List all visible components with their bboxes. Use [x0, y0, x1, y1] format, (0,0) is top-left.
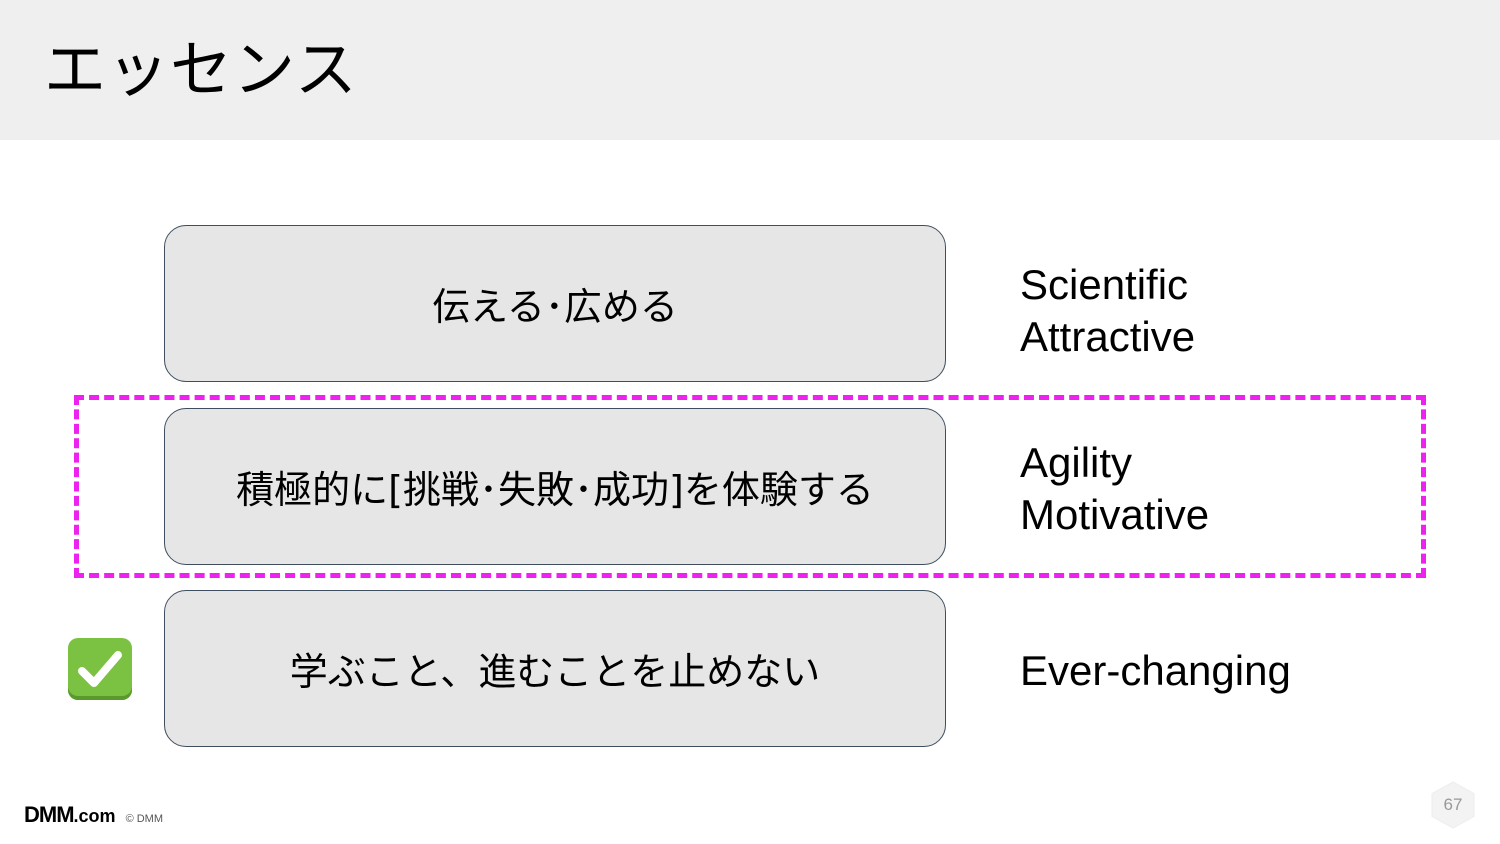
essence-box-text: 伝える･広める [432, 285, 678, 329]
page-number: 67 [1443, 795, 1463, 814]
dmm-logo: DMM [24, 802, 75, 827]
keyword: Agility [1020, 439, 1133, 486]
essence-box-communicate: 伝える･広める [164, 225, 946, 382]
keyword: Motivative [1020, 491, 1210, 538]
copyright-text: © DMM [125, 813, 163, 825]
page-number-badge: 67 [1430, 780, 1476, 830]
slide-title: エッセンス [44, 33, 358, 106]
check-mark-button-icon [68, 638, 132, 700]
essence-box-learn: 学ぶこと、進むことを止めない [164, 590, 946, 747]
keyword-group-2: Agility Motivative [1020, 437, 1209, 541]
essence-box-text: 学ぶこと、進むことを止めない [289, 650, 821, 694]
essence-box-text: 積極的に[挑戦･失敗･成功]を体験する [236, 468, 874, 512]
keyword: Ever-changing [1020, 647, 1291, 694]
hexagon-icon [1431, 781, 1475, 829]
dmm-logo-suffix: .com [73, 806, 116, 826]
keyword-group-3: Ever-changing [1020, 645, 1291, 697]
essence-box-experience: 積極的に[挑戦･失敗･成功]を体験する [164, 408, 946, 565]
keyword: Attractive [1020, 313, 1196, 360]
keyword-group-1: Scientific Attractive [1020, 259, 1195, 363]
footer-logo: DMM .com © DMM [24, 802, 163, 827]
slide-header: エッセンス [0, 0, 1500, 140]
keyword: Scientific [1020, 261, 1189, 308]
